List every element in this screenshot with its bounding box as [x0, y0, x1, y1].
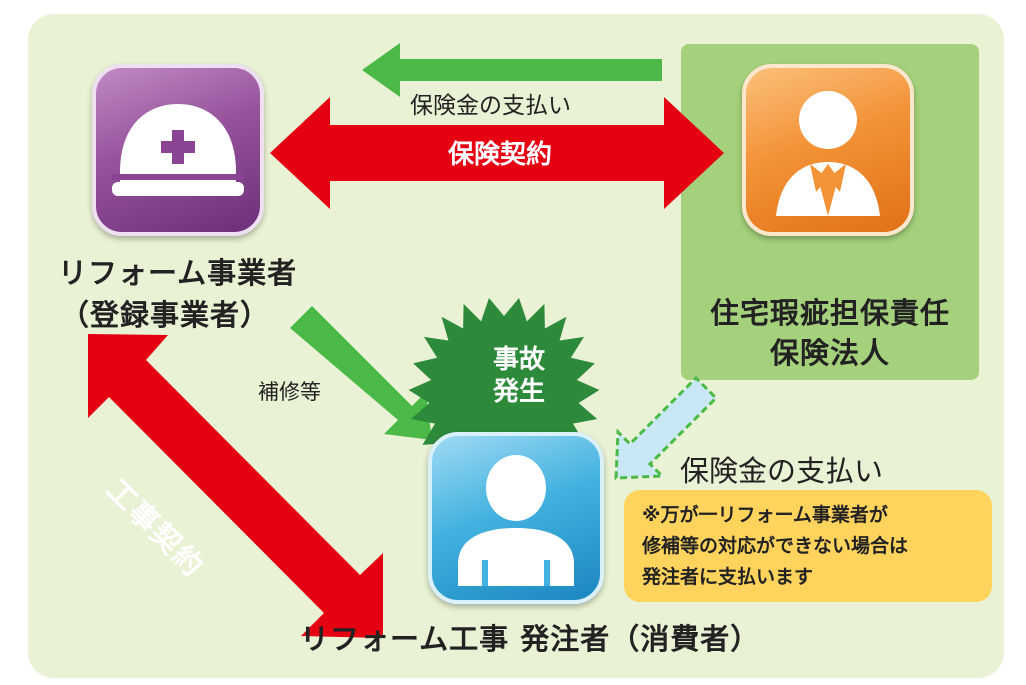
- consumer-name: リフォーム工事 発注者（消費者）: [300, 622, 761, 656]
- payment-top-label: 保険金の支払い: [410, 93, 571, 119]
- hard-hat-icon: [112, 104, 244, 196]
- payment-arrow-top: [362, 43, 662, 97]
- businessman-icon: [776, 91, 880, 216]
- repair-label: 補修等: [258, 380, 321, 404]
- construction-contract-arrow: [88, 334, 383, 638]
- insurer-subtitle: 保険法人: [769, 336, 890, 370]
- note-line-1: ※万が一リフォーム事業者が: [642, 504, 888, 526]
- payment-right-label: 保険金の支払い: [680, 454, 884, 488]
- person-icon: [458, 455, 574, 586]
- note-line-2: 修補等の対応ができない場合は: [642, 535, 909, 557]
- contractor-tile: [92, 64, 264, 236]
- insurance-contract-arrow: [270, 97, 724, 209]
- accident-line-1: 事故: [492, 345, 545, 375]
- insurance-contract-label: 保険契約: [447, 140, 552, 170]
- insurer-name: 住宅瑕疵担保責任: [709, 296, 950, 330]
- insurer-tile: [742, 64, 914, 236]
- note-box: [624, 490, 992, 602]
- payment-arrow-right: [614, 375, 719, 480]
- contractor-name: リフォーム事業者: [58, 256, 298, 290]
- consumer-tile: [428, 432, 604, 604]
- note-line-3: 発注者に支払います: [642, 566, 814, 588]
- accident-label: 事故 発生: [476, 344, 562, 408]
- contractor-subtitle: （登録事業者）: [60, 298, 271, 332]
- accident-line-2: 発生: [492, 377, 545, 407]
- repair-arrow: [290, 306, 432, 440]
